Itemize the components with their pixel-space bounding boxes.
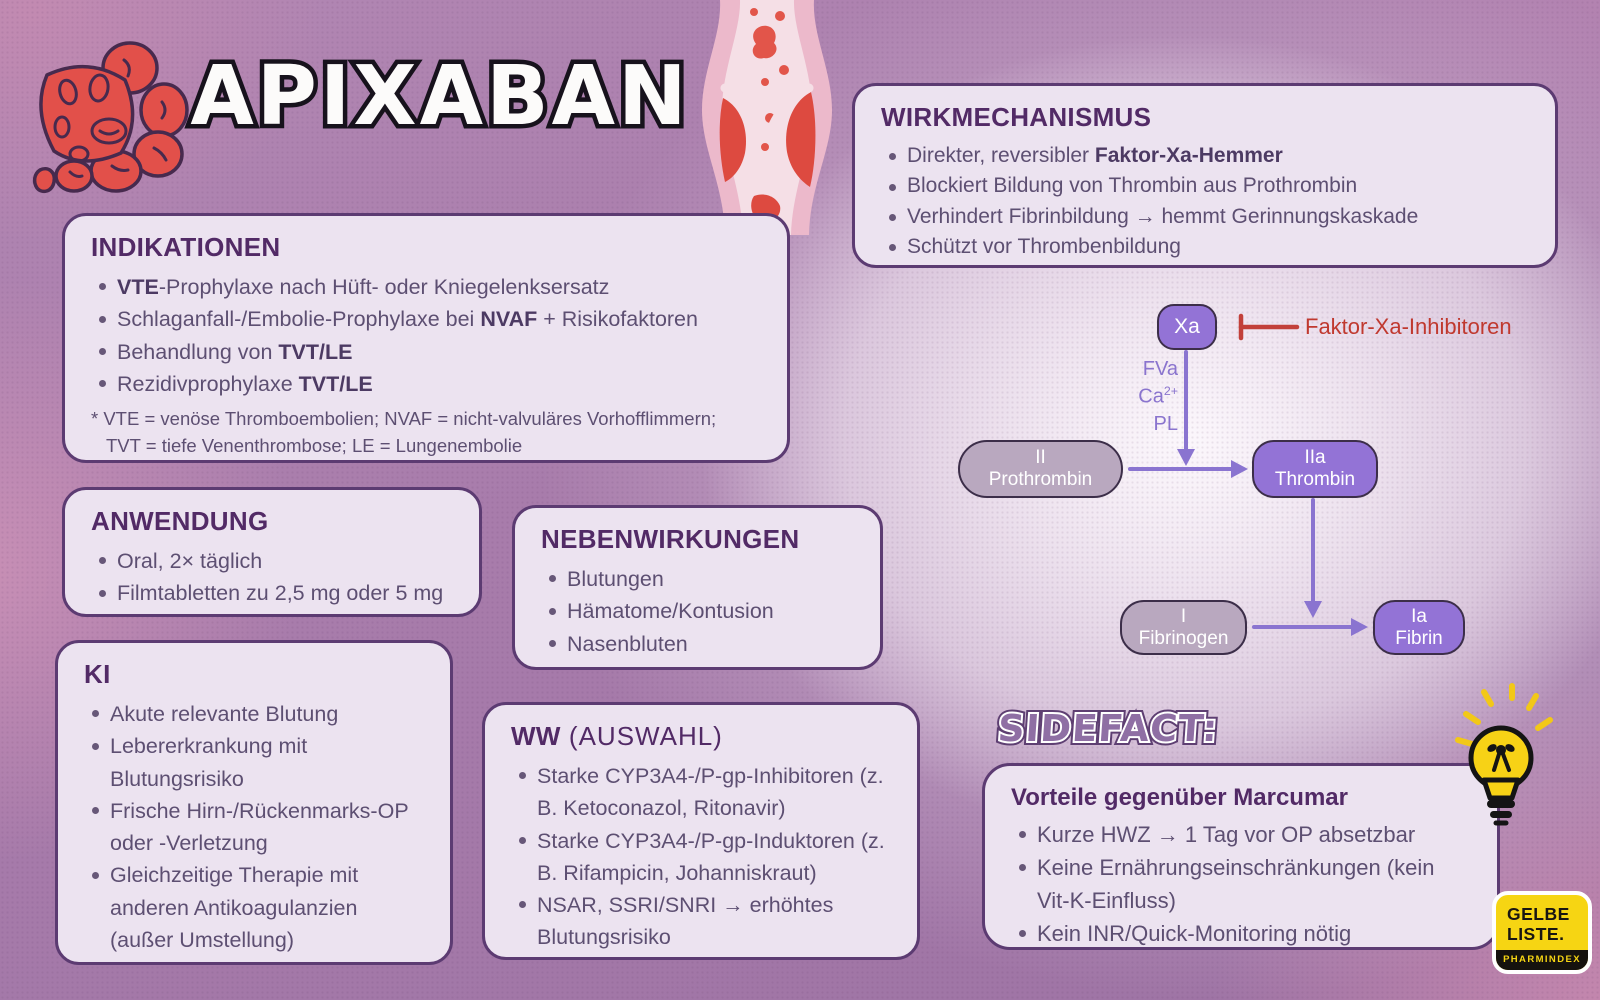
text-line: FVa xyxy=(1142,358,1178,380)
text-line: PL xyxy=(1153,412,1178,435)
card-ki-title: KI xyxy=(84,659,111,689)
text-line: TVT = tiefe Venenthrombose; LE = Lungene… xyxy=(106,434,523,456)
bullet-item: Hämatome/Kontusion xyxy=(541,595,854,627)
card-wirkmechanismus-title: WIRKMECHANISMUS xyxy=(881,102,1152,132)
text-line: * VTE = venöse Thromboembolien; NVAF = n… xyxy=(91,408,717,429)
card-nebenwirkungen-title: NEBENWIRKUNGEN xyxy=(541,524,800,554)
text-line: Ca2+ xyxy=(1138,384,1178,408)
bullet-item: Nasenbluten xyxy=(541,628,854,660)
blood-clot-icon xyxy=(12,30,192,205)
node-thrombin: IIa Thrombin xyxy=(1252,440,1378,498)
bullet-item: Kurze HWZ → 1 Tag vor OP absetzbar xyxy=(1011,818,1471,851)
bullet-item: Verhindert Fibrinbildung → hemmt Gerinnu… xyxy=(881,202,1529,232)
node-factor-xa: Xa xyxy=(1157,304,1217,350)
gelbe-liste-logo: GELBE LISTE. PHARMINDEX xyxy=(1492,891,1592,975)
page-title-outline: APIXABAN xyxy=(186,49,691,144)
logo-wordmark: GELBE LISTE. xyxy=(1507,904,1570,944)
sidefact-heading: SIDEFACT: SIDEFACT: SIDEFACT: xyxy=(992,703,1223,754)
node-prothrombin: II Prothrombin xyxy=(958,440,1123,498)
factor-xa-inhibitor-label: Faktor-Xa-Inhibitoren xyxy=(1305,314,1512,339)
bullet-item: Akute relevante Blutung xyxy=(84,698,424,730)
bullet-item: Starke CYP3A4-/P-gp-Inhibitoren (z. B. K… xyxy=(511,760,891,825)
card-sidefact: Vorteile gegenüber Marcumar Kurze HWZ → … xyxy=(982,763,1500,950)
card-anwendung-title: ANWENDUNG xyxy=(91,506,269,536)
card-indikationen-title: INDIKATIONEN xyxy=(91,232,281,262)
bullet-item: Schlaganfall-/Embolie-Prophylaxe bei NVA… xyxy=(91,303,761,335)
bullet-item: Oral, 2× täglich xyxy=(91,545,453,577)
card-indikationen-list: VTE-Prophylaxe nach Hüft- oder Kniegelen… xyxy=(91,271,761,400)
bullet-item: Schützt vor Thrombenbildung xyxy=(881,232,1529,262)
bullet-item: Blockiert Bildung von Thrombin aus Proth… xyxy=(881,171,1529,201)
blood-vessel-icon xyxy=(692,0,842,240)
bullet-item: Lebererkrankung mit Blutungsrisiko xyxy=(84,730,424,795)
bullet-item: Kein INR/Quick-Monitoring nötig xyxy=(1011,917,1471,950)
card-ww-title: WW (AUSWAHL) xyxy=(511,721,723,751)
page-title: APIXABAN APIXABAN xyxy=(160,49,720,144)
page-title-text: APIXABAN xyxy=(190,49,690,144)
sidefact-title: Vorteile gegenüber Marcumar xyxy=(1011,784,1348,811)
bullet-item: Blutungen xyxy=(541,563,854,595)
node-fibrinogen: I Fibrinogen xyxy=(1120,600,1247,655)
bullet-item: Filmtabletten zu 2,5 mg oder 5 mg xyxy=(91,577,453,609)
bullet-item: Keine Ernährungseinschränkungen (kein Vi… xyxy=(1011,851,1471,917)
card-ww: WW (AUSWAHL) Starke CYP3A4-/P-gp-Inhibit… xyxy=(482,702,920,960)
bullet-item: Frische Hirn-/Rückenmarks-OP oder -Verle… xyxy=(84,795,424,860)
node-fibrin: Ia Fibrin xyxy=(1373,600,1465,655)
bullet-item: Rezidivprophylaxe TVT/LE xyxy=(91,368,761,400)
card-indikationen: INDIKATIONEN VTE-Prophylaxe nach Hüft- o… xyxy=(62,213,790,463)
bullet-item: Starke CYP3A4-/P-gp-Induktoren (z. B. Ri… xyxy=(511,825,891,890)
card-wirkmechanismus: WIRKMECHANISMUS Direkter, reversibler Fa… xyxy=(852,83,1558,268)
bullet-item: Gleichzeitige Therapie mit anderen Antik… xyxy=(84,859,424,956)
bullet-item: NSAR, SSRI/SNRI → erhöhtes Blutungsrisik… xyxy=(511,889,891,954)
bullet-item: Direkter, reversibler Faktor-Xa-Hemmer xyxy=(881,141,1529,171)
bullet-item: Behandlung von TVT/LE xyxy=(91,336,761,368)
bullet-item: VTE-Prophylaxe nach Hüft- oder Kniegelen… xyxy=(91,271,761,303)
card-ww-list: Starke CYP3A4-/P-gp-Inhibitoren (z. B. K… xyxy=(511,760,891,954)
indikationen-footnote: * VTE = venöse Thromboembolien; NVAF = n… xyxy=(91,406,761,460)
lightbulb-icon xyxy=(1446,678,1556,833)
logo-subtitle: PHARMINDEX xyxy=(1496,950,1588,971)
